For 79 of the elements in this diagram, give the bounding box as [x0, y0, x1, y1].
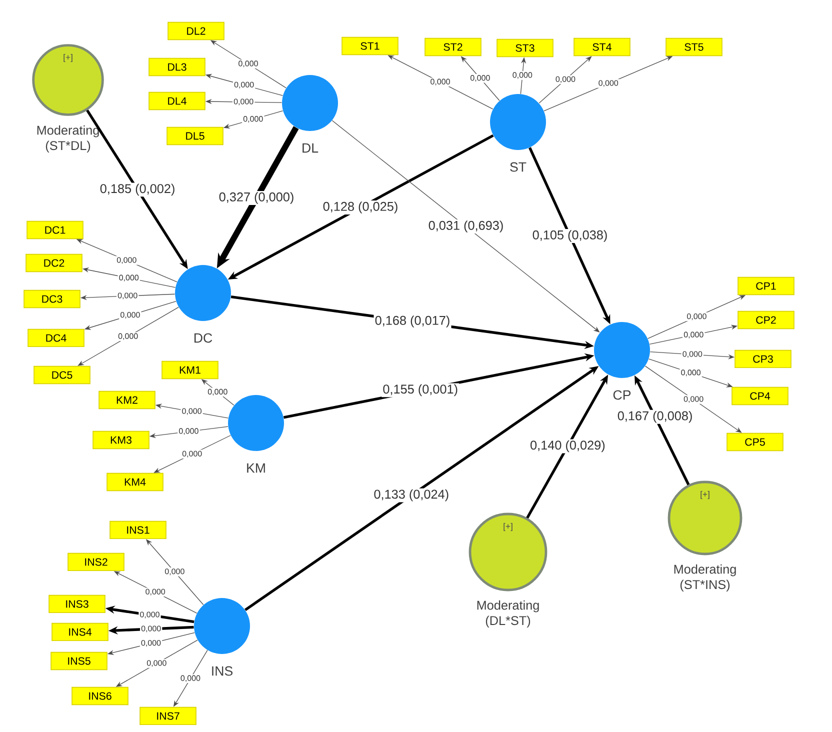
edge-label: 0,000: [682, 330, 705, 340]
edge-label: 0,168 (0,017): [374, 314, 452, 328]
indicator-box: DC2: [26, 254, 82, 272]
edge-label: 0,000: [144, 588, 166, 596]
edge-label: 0,000: [119, 310, 142, 320]
indicator-box: DL3: [148, 58, 206, 76]
edge-label: 0,000: [116, 256, 138, 265]
indicator-box: KM4: [106, 472, 164, 492]
indicator-box: CP5: [726, 432, 784, 452]
indicator-box: DL5: [166, 126, 224, 146]
edge-label: 0,185 (0,002): [98, 182, 176, 197]
node-label: ST: [510, 162, 526, 172]
edge-label: 0,000: [140, 639, 162, 648]
edge-label: 0,000: [680, 368, 702, 378]
node-label: Moderating (ST*DL): [37, 125, 99, 153]
edge-label: 0,140 (0,029): [528, 439, 606, 454]
edge-label: 0,133 (0,024): [372, 488, 450, 502]
indicator-box: CP2: [738, 310, 794, 330]
edge-label: 0,000: [146, 659, 168, 668]
edge-label: 0,000: [232, 98, 255, 106]
indicator-box: ST1: [342, 36, 398, 56]
node-label: Moderating (DL*ST): [477, 600, 539, 628]
indicator-box: DL4: [148, 92, 206, 110]
edge-label: 0,031 (0,693): [427, 220, 505, 234]
indicator-box: DC5: [34, 366, 90, 384]
edge-label: 0,327 (0,000): [218, 191, 296, 205]
edge-label: 0,000: [686, 312, 708, 322]
edge-label: 0,105 (0,038): [531, 229, 609, 243]
indicator-box: ST4: [574, 38, 630, 56]
indicator-box: KM1: [162, 360, 218, 380]
indicator-box: CP3: [734, 350, 792, 368]
edge-label: 0,155 (0,001): [382, 383, 460, 398]
edge-label: 0,000: [116, 292, 139, 300]
indicator-box: DC3: [24, 290, 80, 308]
indicator-box: INS3: [48, 594, 106, 614]
edge-label: 0,000: [233, 80, 256, 90]
edge-label: 0,000: [140, 624, 162, 634]
indicator-box: INS5: [50, 652, 108, 670]
edge-label: 0,000: [554, 75, 577, 84]
node-label: INS: [212, 666, 232, 676]
edge-label: 0,000: [237, 60, 260, 68]
node-label: DL: [302, 143, 318, 153]
indicator-box: INS4: [52, 622, 108, 642]
edge-label: 0,000: [181, 450, 204, 459]
edge-label: 0,000: [681, 350, 704, 359]
edge-label: 0,000: [469, 74, 492, 83]
indicator-box: KM3: [92, 430, 150, 450]
edge-label: 0,000: [118, 274, 140, 282]
edge-label: 0,000: [179, 674, 202, 683]
edge-label: 0,000: [138, 610, 161, 620]
edge-label: 0,000: [597, 79, 620, 88]
edge-label: 0,000: [682, 395, 705, 404]
node-label: CP: [613, 390, 631, 400]
edge-label: 0,128 (0,025): [322, 200, 400, 214]
edge-label: 0,000: [429, 78, 452, 86]
indicator-box: CP1: [738, 276, 794, 296]
indicator-box: DL2: [168, 22, 224, 40]
edge-label: 0,000: [180, 407, 203, 416]
indicator-box: ST3: [496, 38, 554, 58]
edge-label: 0,000: [206, 388, 229, 397]
edge-label: 0,000: [164, 568, 186, 576]
edge-label: 0,167 (0,008): [616, 410, 694, 424]
node-label: KM: [247, 463, 265, 473]
indicator-box: ST5: [666, 38, 722, 56]
edge-label: 0,000: [117, 332, 140, 341]
indicator-box: INS6: [72, 686, 128, 706]
edge-label: 0,000: [242, 114, 264, 124]
indicator-box: DC4: [28, 328, 84, 348]
indicator-box: INS1: [110, 520, 166, 540]
indicator-box: DC1: [26, 220, 84, 240]
indicator-box: CP4: [732, 386, 788, 406]
indicator-box: ST2: [424, 38, 482, 56]
indicator-box: KM2: [98, 390, 156, 410]
edge-label: 0,000: [511, 71, 534, 80]
node-label: DC: [194, 333, 212, 343]
indicator-box: INS7: [140, 706, 196, 726]
node-label: Moderating (ST*INS): [674, 564, 736, 592]
edge-label: 0,000: [178, 427, 200, 436]
indicator-box: INS2: [68, 552, 124, 572]
